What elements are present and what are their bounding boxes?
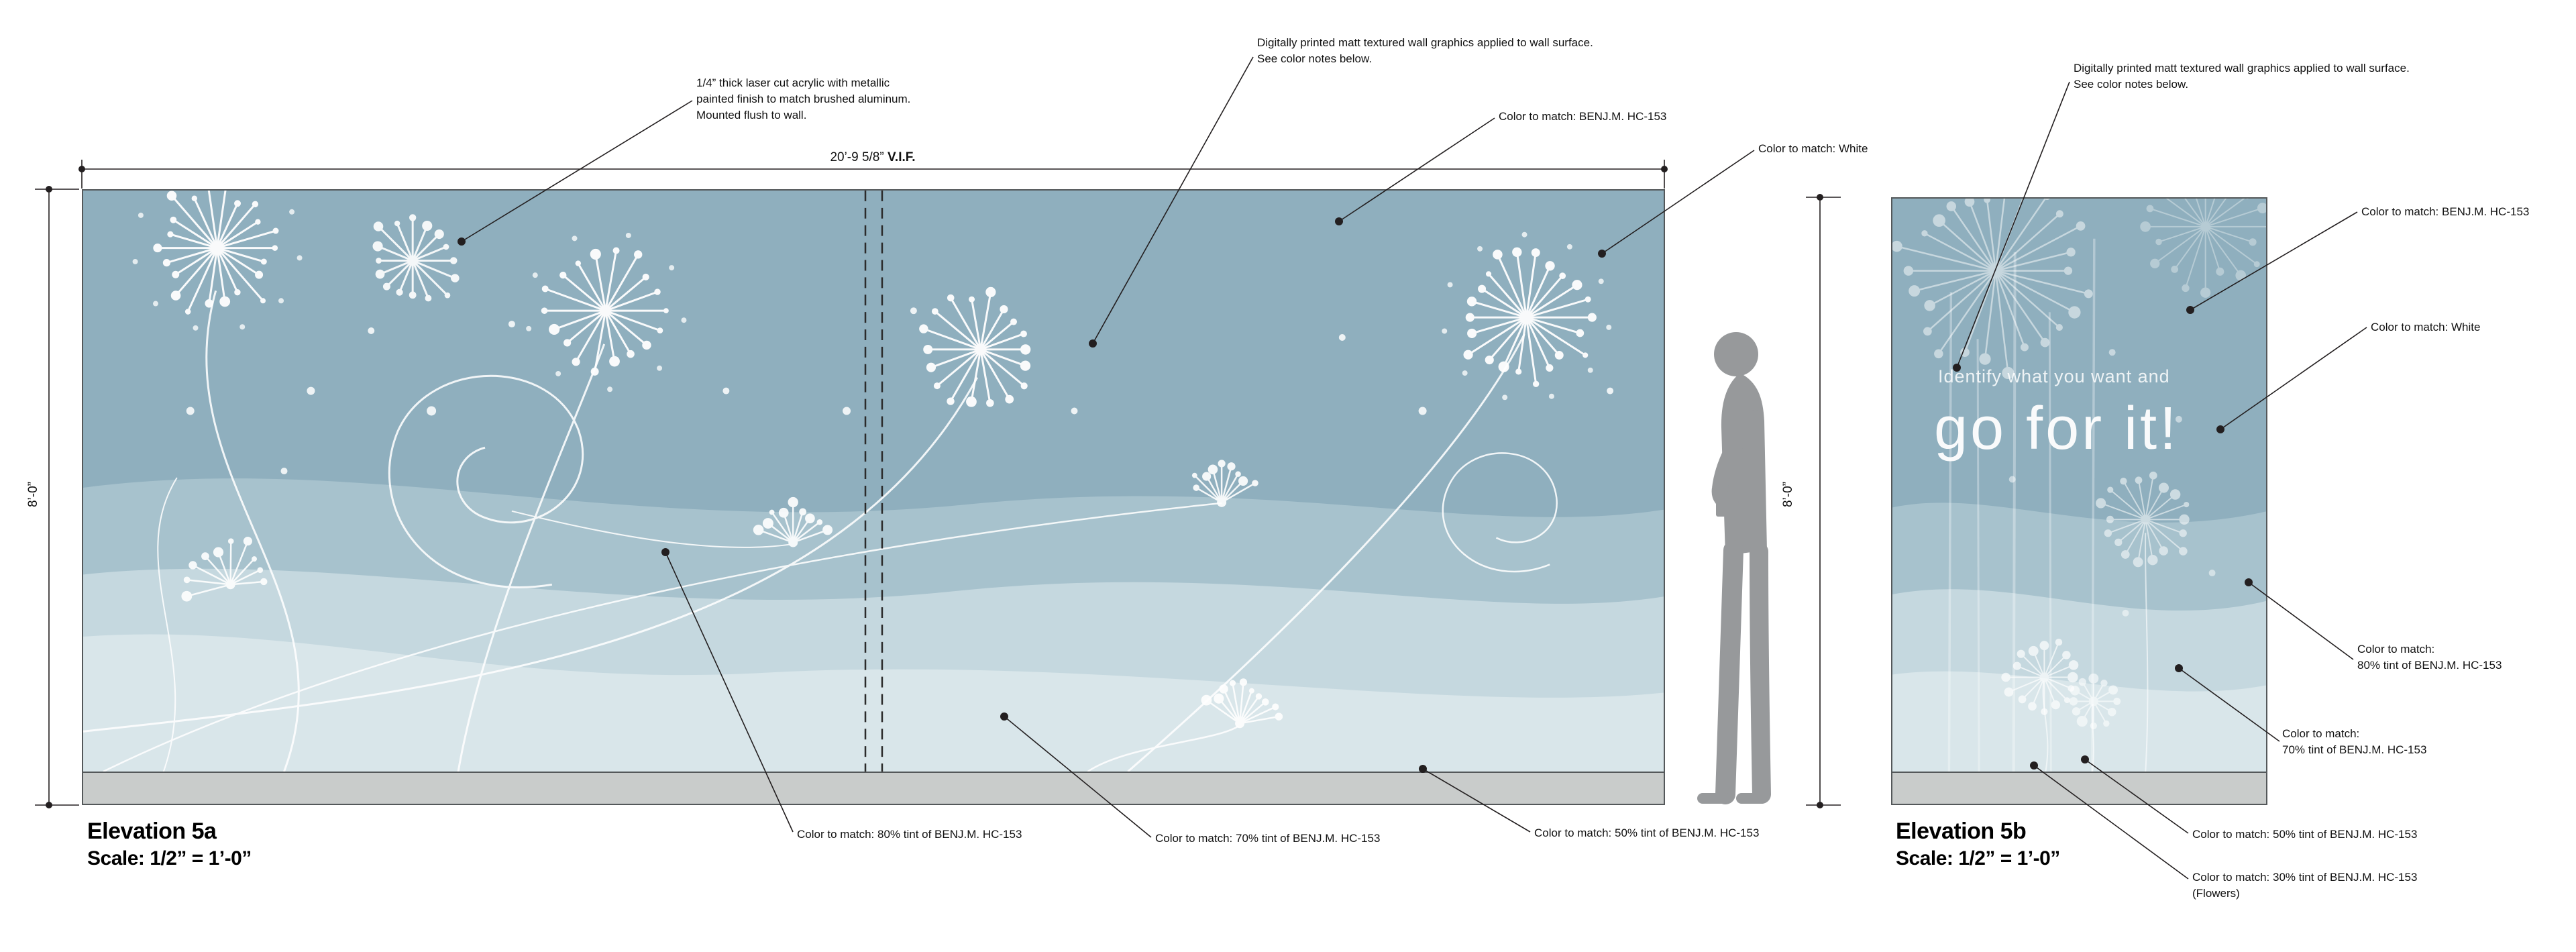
dimension-vif-note: V.I.F. <box>888 150 916 164</box>
wall-elevation-5b: Identify what you want and go for it! <box>1891 197 2267 805</box>
note-match-base-5b: Color to match: BENJ.M. HC-153 <box>2361 205 2530 218</box>
panel-seam-lines <box>864 191 883 772</box>
elevation-5a-title: Elevation 5a <box>87 818 217 844</box>
elevation-5a-label: Elevation 5a Scale: 1/2” = 1’-0” <box>87 818 252 870</box>
note-match-50-5a: Color to match: 50% tint of BENJ.M. HC-1… <box>1534 827 1760 839</box>
baseboard-5a <box>83 772 1664 804</box>
elevation-5a-scale: Scale: 1/2” = 1’-0” <box>87 847 252 869</box>
note-wall-graphics-5a: Digitally printed matt textured wall gra… <box>1257 36 1593 65</box>
wave-band-50 <box>83 634 1664 772</box>
dimension-height-label-5b: 8’-0” <box>1781 482 1795 508</box>
elevation-5b-title: Elevation 5b <box>1896 818 2027 844</box>
note-match-70-5a: Color to match: 70% tint of BENJ.M. HC-1… <box>1155 832 1381 845</box>
wall-elevation-5a <box>82 189 1665 805</box>
note-acrylic: 1/4” thick laser cut acrylic with metall… <box>696 76 911 121</box>
note-match-white-5b: Color to match: White <box>2371 321 2481 333</box>
note-match-80-5a: Color to match: 80% tint of BENJ.M. HC-1… <box>797 828 1022 841</box>
note-match-50-5b: Color to match: 50% tint of BENJ.M. HC-1… <box>2192 828 2418 841</box>
wall-graphic-5a <box>83 191 1664 772</box>
note-match-70-5b: Color to match: 70% tint of BENJ.M. HC-1… <box>2282 727 2427 756</box>
human-silhouette <box>1697 332 1771 804</box>
baseboard-5b <box>1892 772 2266 804</box>
elevation-5b-scale: Scale: 1/2” = 1’-0” <box>1896 847 2060 869</box>
note-wall-graphics-5b: Digitally printed matt textured wall gra… <box>2074 62 2410 91</box>
elevation-5b-label: Elevation 5b Scale: 1/2” = 1’-0” <box>1896 818 2060 870</box>
dimension-height-label-5a: 8’-0” <box>26 482 40 508</box>
note-match-30-5b: Color to match: 30% tint of BENJ.M. HC-1… <box>2192 871 2418 900</box>
dandelion-stems <box>83 290 1558 772</box>
dimension-width-value: 20’-9 5/8” <box>830 150 884 164</box>
dandelion-flowers <box>132 191 1614 729</box>
note-match-white-5a: Color to match: White <box>1758 142 1868 155</box>
dimension-width-label: 20’-9 5/8” V.I.F. <box>772 150 973 165</box>
wall-text-line1: Identify what you want and <box>1938 366 2170 386</box>
note-match-80-5b: Color to match: 80% tint of BENJ.M. HC-1… <box>2357 643 2502 672</box>
note-match-base-5a: Color to match: BENJ.M. HC-153 <box>1499 110 1667 123</box>
wall-graphic-5b <box>1892 199 2266 772</box>
wall-text-line2: go for it! <box>1934 395 2180 462</box>
